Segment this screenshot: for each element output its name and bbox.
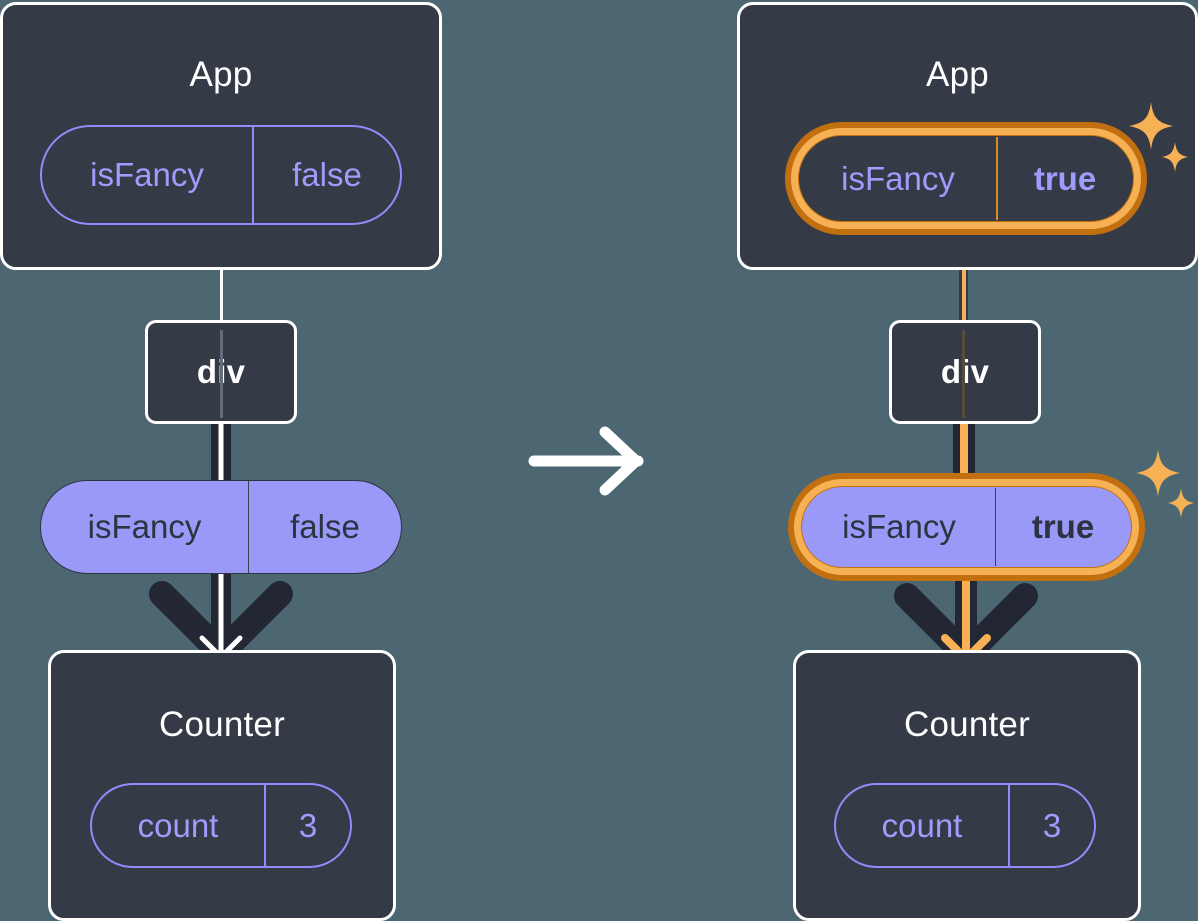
- counter-state-pill-before[interactable]: count 3: [90, 783, 352, 868]
- connector-core-before: [218, 422, 224, 482]
- prop-pill-highlight-inner-after: [801, 486, 1132, 568]
- connector-div-to-prop-after: [953, 422, 975, 484]
- app-state-pill-key-before: isFancy: [90, 156, 204, 193]
- prop-pill-before[interactable]: isFancy false: [40, 480, 402, 574]
- counter-state-pill-key-after: count: [881, 806, 963, 844]
- connector-div-to-prop-before: [211, 422, 231, 482]
- sparkle-icon-prop-after: [1136, 447, 1198, 523]
- div-title-after: div: [940, 353, 990, 390]
- counter-state-pill-key-before: count: [137, 806, 219, 844]
- app-state-pill-key-after: isFancy: [841, 159, 955, 197]
- counter-state-pill-value-after: 3: [1008, 785, 1094, 866]
- div-box-after: div: [889, 320, 1041, 424]
- counter-title-after: Counter: [904, 705, 1030, 744]
- prop-pill-value-after: true: [995, 488, 1130, 566]
- connector-inside-div-before: [220, 330, 223, 418]
- app-state-pill-value-after: true: [996, 137, 1132, 220]
- counter-title-before: Counter: [159, 705, 285, 744]
- app-state-pill-value-before: false: [252, 127, 400, 223]
- app-state-pill-highlight-ring-after: [785, 122, 1147, 235]
- counter-state-pill-value-before: 3: [264, 785, 350, 866]
- connector-app-to-div-before: [220, 268, 223, 322]
- app-state-pill-before[interactable]: isFancy false: [40, 125, 402, 225]
- connector-core-after: [960, 422, 968, 484]
- sparkle-icon-app-after: [1127, 98, 1193, 178]
- prop-pill-value-before: false: [248, 481, 401, 573]
- app-state-pill-after[interactable]: isFancy true: [800, 137, 1132, 220]
- app-title-before: App: [189, 55, 253, 94]
- counter-state-pill-after[interactable]: count 3: [834, 783, 1096, 868]
- connector-app-to-div-after: [959, 216, 968, 324]
- prop-pill-after[interactable]: isFancy true: [803, 488, 1130, 566]
- prop-pill-key-after: isFancy: [842, 508, 956, 545]
- app-state-pill-highlight-inner-after: [798, 135, 1134, 222]
- prop-pill-highlight-ring-after: [788, 473, 1145, 581]
- app-title-after: App: [926, 55, 989, 94]
- connector-inside-div-after: [962, 330, 965, 418]
- right-arrow-icon: [528, 425, 648, 497]
- prop-pill-key-before: isFancy: [87, 508, 202, 545]
